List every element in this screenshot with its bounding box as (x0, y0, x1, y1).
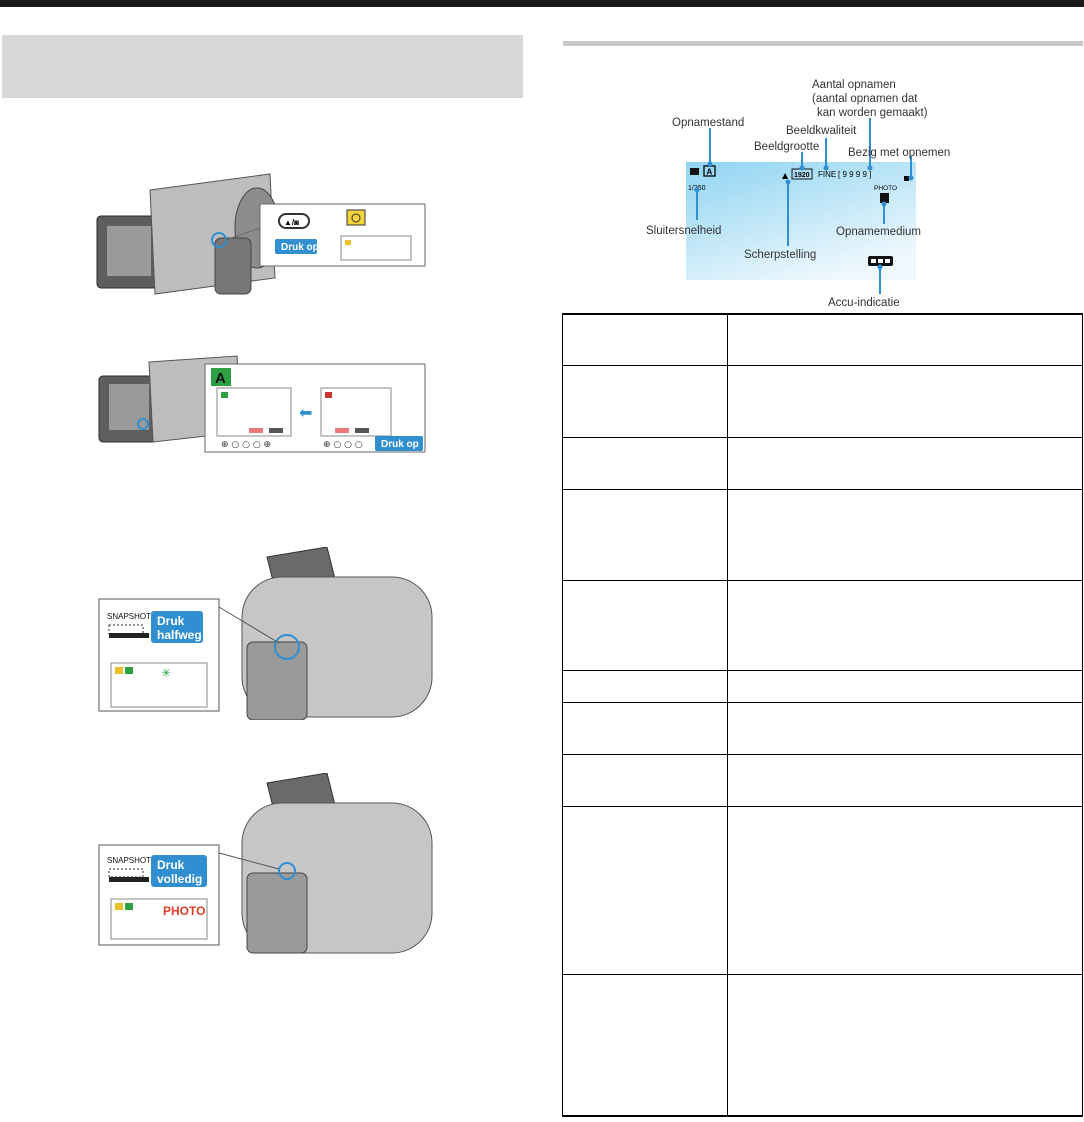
table-row (562, 313, 1083, 366)
step3-illustration: SNAPSHOT Druk halfweg ✳ (98, 547, 433, 720)
svg-text:A: A (707, 168, 713, 177)
table-row (562, 579, 1083, 671)
label-aantal-opnamen-2: (aantal opnamen dat (812, 93, 918, 105)
label-accu: Accu-indicatie (828, 297, 900, 309)
section-rule (563, 41, 1083, 46)
table-row (562, 436, 1083, 490)
svg-text:⊕ ○ ○ ○: ⊕ ○ ○ ○ (323, 440, 363, 450)
label-sluitersnelheid: Sluitersnelheid (646, 225, 721, 237)
step2-callout: Druk op (381, 439, 419, 450)
table-row (562, 488, 1083, 581)
step2-illustration: A ⬅ ⊕ ○ ○ ○ ⊕ ⊕ ○ ○ ○ Druk op (98, 355, 426, 453)
arrow-left-icon: ⬅ (299, 403, 312, 422)
label-bezig: Bezig met opnemen (848, 147, 950, 159)
camera-icon (690, 168, 699, 175)
table-row (562, 753, 1083, 807)
label-aantal-opnamen-1: Aantal opnamen (812, 79, 896, 91)
photo-rec-value: PHOTO (874, 185, 897, 192)
svg-text:▲/◙: ▲/◙ (284, 218, 299, 227)
step3-callout-1: Druk (157, 614, 185, 628)
media-icon (880, 193, 889, 203)
label-opnamestand: Opnamestand (672, 117, 744, 129)
table-row (562, 701, 1083, 755)
table-row (562, 364, 1083, 438)
camera-mode-icon (346, 209, 366, 226)
step4-callout-1: Druk (157, 858, 185, 872)
lcd-diagram: A 1/250 ▲ 1920 FINE [ 9 9 9 9 ] PHOTO Aa… (646, 79, 950, 309)
label-beeldkwaliteit: Beeldkwaliteit (786, 125, 857, 137)
table-row (562, 669, 1083, 703)
top-bar (0, 0, 1084, 7)
snapshot-label: SNAPSHOT (107, 612, 151, 621)
table-row (562, 973, 1083, 1117)
step3-callout-2: halfweg (157, 628, 202, 642)
table-row (562, 805, 1083, 975)
label-scherpstelling: Scherpstelling (744, 249, 816, 261)
focus-icon: ✳ (161, 666, 171, 680)
focus-indicator-icon: ▲ (782, 171, 789, 180)
label-aantal-opnamen-3: kan worden gemaakt) (817, 107, 928, 119)
step4-callout-2: volledig (157, 872, 202, 886)
shot-count-value: [ 9 9 9 9 ] (838, 170, 871, 179)
spec-table (562, 313, 1083, 1117)
image-quality-value: FINE (818, 170, 836, 179)
label-opnamemedium: Opnamemedium (836, 226, 921, 238)
auto-mode-icon (211, 368, 231, 386)
svg-text:⊕ ○ ○ ○ ⊕: ⊕ ○ ○ ○ ⊕ (221, 440, 271, 450)
step1-illustration: ▲/◙ Druk op (96, 173, 426, 295)
section-title-box (2, 35, 523, 98)
step4-illustration: SNAPSHOT Druk volledig PHOTO (98, 773, 433, 954)
image-size-value: 1920 (794, 172, 810, 179)
photo-indicator: PHOTO (163, 904, 205, 918)
label-beeldgrootte: Beeldgrootte (754, 141, 819, 153)
snapshot-label-2: SNAPSHOT (107, 856, 151, 865)
step1-callout: Druk op (281, 242, 319, 253)
svg-text:A: A (215, 370, 226, 387)
